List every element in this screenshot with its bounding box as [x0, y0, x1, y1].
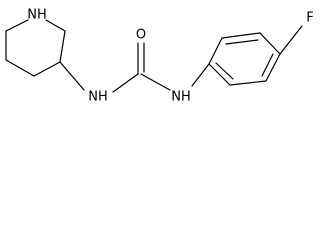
bond: [208, 37, 223, 65]
bond: [59, 30, 66, 63]
bond: [45, 19, 66, 32]
piperidine-nh-label: NH: [27, 8, 47, 23]
bond: [259, 32, 281, 55]
bond: [191, 63, 210, 87]
aromatic-inner-line: [261, 53, 274, 77]
bond: [59, 61, 85, 91]
aromatic-inner-line: [225, 39, 259, 45]
bond: [208, 63, 231, 86]
bond: [112, 73, 139, 93]
bond: [229, 80, 267, 86]
fluorine-label: F: [306, 11, 313, 26]
aromatic-inner-line: [215, 62, 234, 80]
fluorophenyl-ring: [208, 25, 303, 86]
molecule-diagram: NH NH O NH F: [5, 8, 314, 105]
bond: [33, 61, 61, 77]
amide-nh-left-label: NH: [88, 90, 108, 105]
bond: [5, 59, 35, 77]
urea-linker: [59, 42, 210, 93]
bond: [5, 19, 29, 32]
carbonyl-oxygen-label: O: [136, 28, 146, 43]
bond: [221, 32, 261, 39]
bond: [279, 25, 303, 55]
piperidine-ring: [5, 19, 66, 77]
bond: [140, 73, 171, 91]
amide-nh-right-label: NH: [171, 90, 191, 105]
bond: [265, 53, 281, 82]
